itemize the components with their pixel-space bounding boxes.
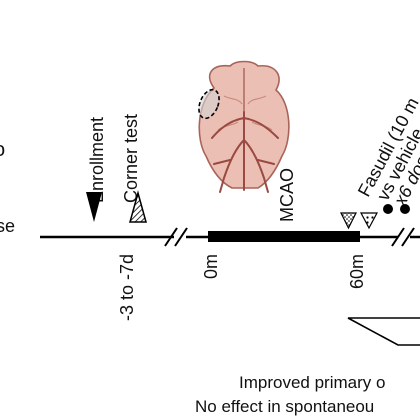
time-60-label: 60m	[347, 254, 367, 289]
more-doses-ellipsis	[383, 204, 410, 214]
outcome-line-2: No effect in spontaneou	[195, 397, 374, 416]
infarct-region-marker	[198, 88, 220, 120]
corner-test-marker-icon	[129, 190, 147, 223]
brain-illustration-icon	[198, 60, 290, 193]
partial-left-label-bottom: se	[0, 216, 15, 236]
dose-marker-2-icon	[360, 212, 378, 230]
outcome-arrow-icon	[347, 317, 420, 346]
enrollment-marker-icon	[86, 192, 102, 222]
time-zero-label: 0m	[201, 254, 221, 279]
mcao-occlusion-bar	[208, 231, 360, 242]
treatment-label: Fasudil (10 m vs vehicle x6 dose	[354, 94, 420, 210]
axis-break-1	[164, 227, 188, 247]
axis-break-2	[391, 227, 415, 247]
corner-test-label: Corner test	[121, 114, 141, 203]
pretreatment-window-label: -3 to -7d	[117, 254, 137, 321]
outcome-line-1: Improved primary o	[239, 373, 385, 392]
partial-left-label-top: o	[0, 139, 5, 161]
dose-marker-1-icon	[340, 212, 357, 230]
mcao-label: MCAO	[277, 168, 297, 222]
enrollment-label: Enrollment	[87, 117, 107, 203]
